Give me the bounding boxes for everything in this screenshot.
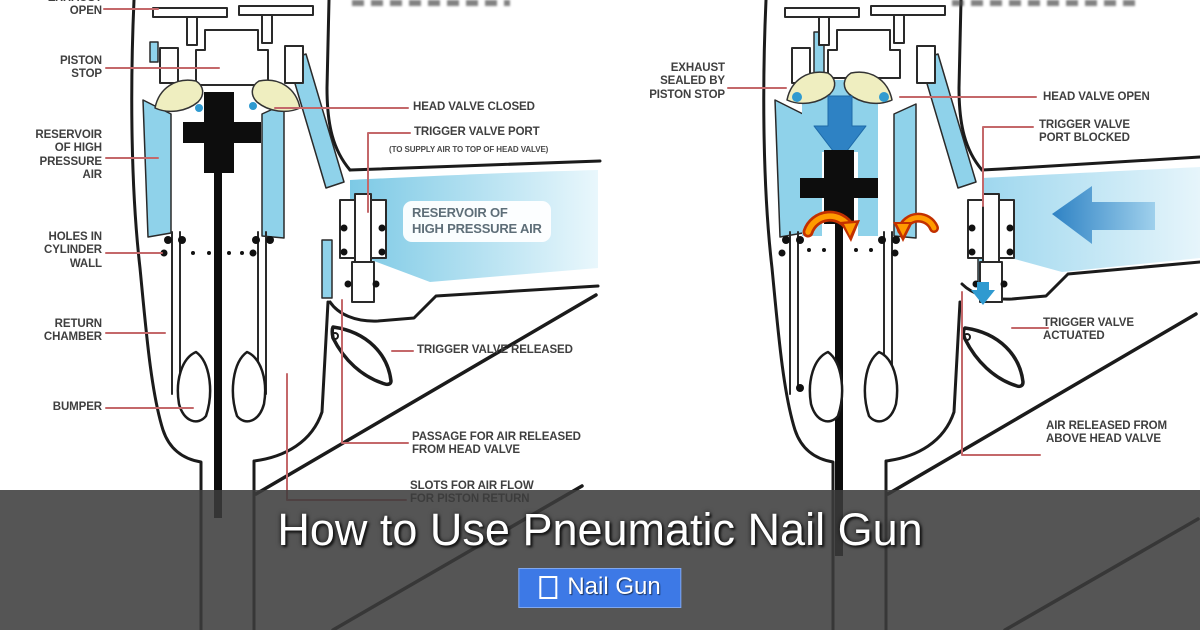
air-supply-left-arrow bbox=[1052, 186, 1155, 244]
left-piston bbox=[183, 92, 261, 518]
label-trigger-valve-port: TRIGGER VALVE PORT bbox=[414, 126, 540, 138]
return-air-arrows bbox=[802, 210, 939, 242]
label-head-valve-closed: HEAD VALVE CLOSED bbox=[413, 101, 535, 113]
label-holes-cylinder: HOLES IN CYLINDER WALL bbox=[44, 231, 102, 270]
right-bumper bbox=[808, 350, 899, 423]
label-trigger-valve-released: TRIGGER VALVE RELEASED bbox=[417, 344, 573, 356]
left-bumper bbox=[176, 350, 267, 423]
cropped-caption-right bbox=[952, 0, 1142, 6]
trigger-valve-air-down-arrow bbox=[971, 282, 995, 305]
label-reservoir: RESERVOIR OF HIGH PRESSURE AIR bbox=[35, 129, 102, 182]
left-head-valve-seal bbox=[195, 104, 203, 112]
label-return-chamber: RETURN CHAMBER bbox=[43, 318, 102, 344]
left-tool-drawing bbox=[103, 0, 602, 630]
right-trigger-pivot bbox=[963, 333, 971, 341]
title-banner-overlay: How to Use Pneumatic Nail Gun Nail Gun bbox=[0, 490, 1200, 630]
left-head-valve-seal-2 bbox=[249, 102, 257, 110]
label-trigger-valve-port-sub: (TO SUPPLY AIR TO TOP OF HEAD VALVE) bbox=[389, 145, 549, 154]
left-trigger-valve-orings bbox=[340, 224, 386, 288]
left-trigger-pivot bbox=[331, 332, 339, 340]
left-exhaust-cap bbox=[152, 5, 314, 86]
left-head-valve bbox=[154, 79, 301, 113]
right-head-valve-seal bbox=[792, 92, 802, 102]
missing-glyph-icon bbox=[539, 575, 558, 599]
label-head-valve-open: HEAD VALVE OPEN bbox=[1043, 91, 1150, 103]
label-passage-air-released: PASSAGE FOR AIR RELEASED FROM HEAD VALVE bbox=[412, 431, 581, 457]
right-seals-and-holes bbox=[778, 236, 900, 392]
label-trigger-valve-actuated: TRIGGER VALVE ACTUATED bbox=[1043, 317, 1134, 343]
cropped-caption-left bbox=[352, 0, 510, 6]
left-driver-blade bbox=[214, 173, 222, 518]
label-bumper: BUMPER bbox=[52, 401, 102, 413]
left-leader-lines bbox=[103, 8, 414, 501]
label-air-released: AIR RELEASED FROM ABOVE HEAD VALVE bbox=[1046, 420, 1167, 446]
right-head-valve-seal-2 bbox=[879, 92, 889, 102]
right-exhaust-cap bbox=[784, 5, 946, 84]
nail-gun-tag-button[interactable]: Nail Gun bbox=[518, 568, 682, 608]
right-trigger-actuated bbox=[961, 326, 1025, 389]
right-tool-drawing bbox=[727, 0, 1200, 630]
left-trigger-valve bbox=[339, 193, 387, 303]
left-cylinder-walls bbox=[171, 231, 267, 395]
page-title: How to Use Pneumatic Nail Gun bbox=[277, 504, 923, 555]
label-piston-stop: PISTON STOP bbox=[59, 55, 102, 81]
label-trigger-valve-port-blocked: TRIGGER VALVE PORT BLOCKED bbox=[1039, 119, 1130, 145]
label-exhaust-open: EXHAUST OPEN bbox=[48, 0, 102, 18]
tag-button-label: Nail Gun bbox=[567, 573, 661, 600]
right-leader-lines bbox=[727, 87, 1049, 456]
label-exhaust-sealed: EXHAUST SEALED BY PISTON STOP bbox=[649, 62, 725, 101]
air-flow-down-arrow bbox=[813, 95, 867, 161]
label-reservoir-handle: RESERVOIR OF HIGH PRESSURE AIR bbox=[403, 201, 551, 242]
